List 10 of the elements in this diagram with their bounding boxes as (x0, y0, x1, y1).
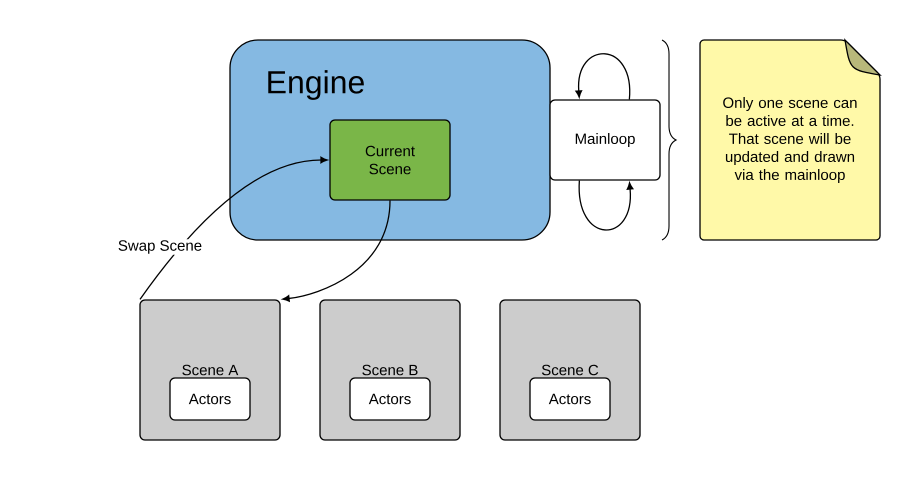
arrow (578, 180, 634, 231)
process-box: Current Scene (329, 119, 451, 201)
edge-label: Swap Scene (116, 239, 204, 255)
arrow (282, 200, 391, 302)
process-box: Actors (169, 377, 251, 421)
process-box: Mainloop (549, 99, 661, 181)
process-box: Actors (529, 377, 611, 421)
arrow (575, 53, 630, 100)
arrow (139, 156, 328, 300)
process-box: Actors (349, 377, 431, 421)
